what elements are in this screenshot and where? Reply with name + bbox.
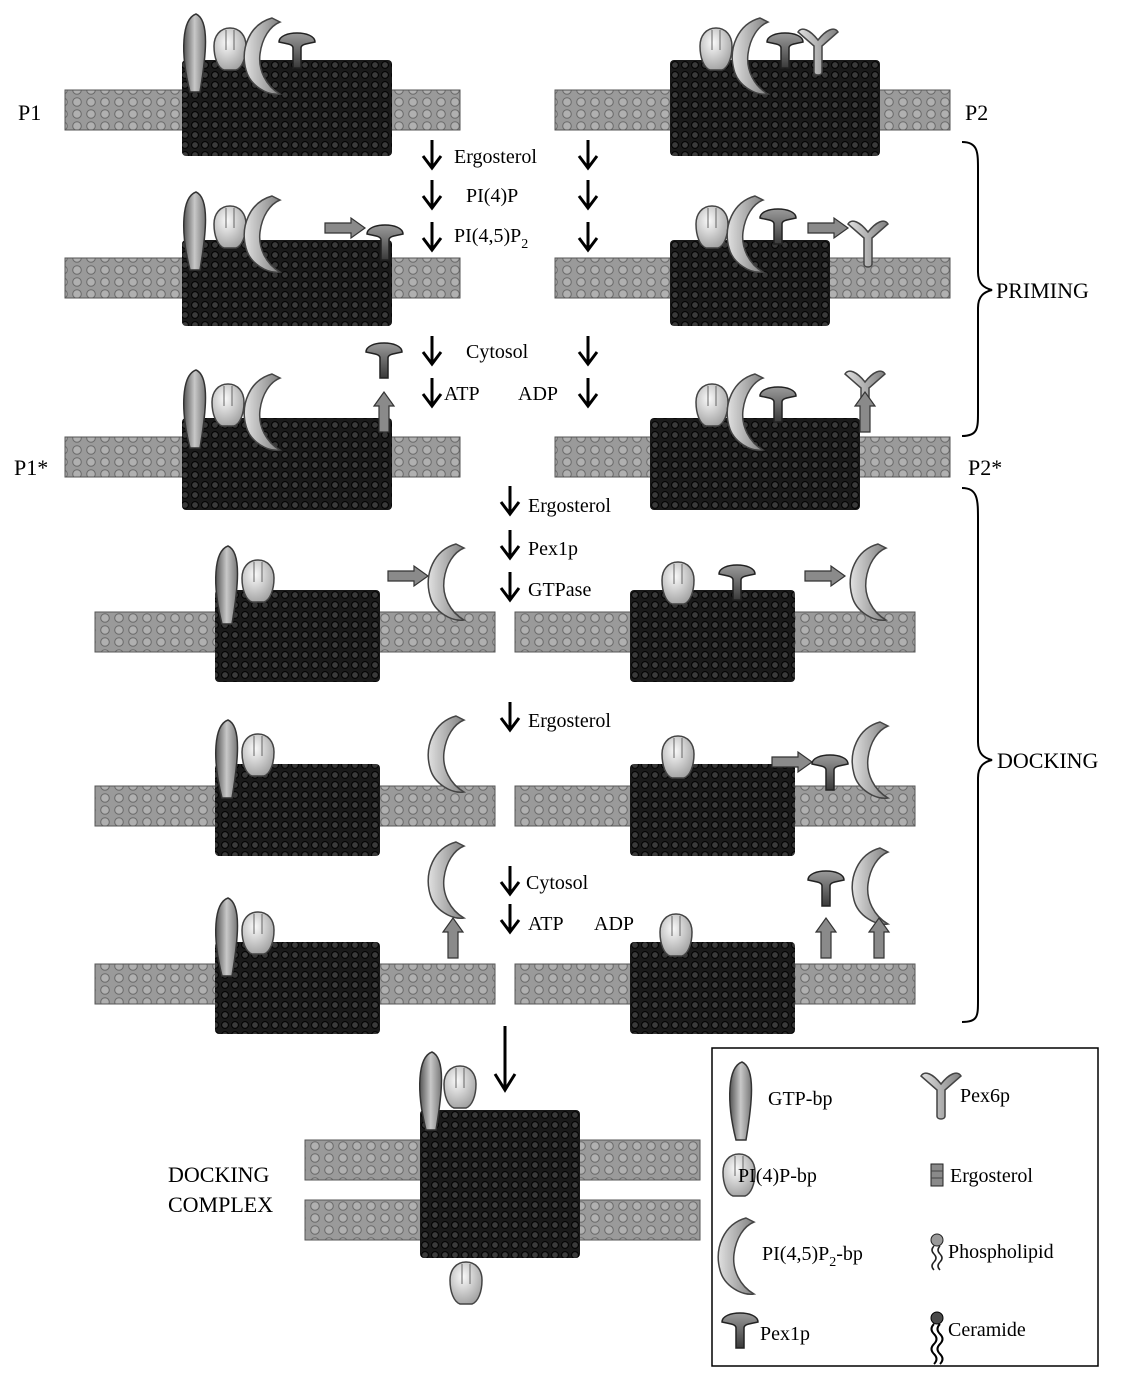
label-p1: P1	[18, 100, 41, 125]
membrane-p2	[555, 60, 950, 156]
step2-atp: ATP	[444, 383, 480, 405]
arrows-step5	[501, 866, 519, 932]
label-p2-star: P2*	[968, 455, 1002, 480]
step1-pi45p2: PI(4,5)P2	[454, 225, 528, 252]
step2-adp: ADP	[518, 383, 558, 405]
step5-cytosol: Cytosol	[526, 872, 589, 894]
step3-ergosterol: Ergosterol	[528, 495, 611, 517]
membrane-docking-complex	[305, 1110, 700, 1258]
legend-phospholipid: Phospholipid	[948, 1241, 1054, 1263]
label-docking-complex-2: COMPLEX	[168, 1192, 273, 1217]
membrane-p2-star	[555, 418, 950, 510]
legend-ceramide: Ceramide	[948, 1319, 1026, 1341]
docking-brace	[962, 488, 992, 1022]
arrows-step3	[501, 486, 519, 600]
priming-brace	[962, 142, 992, 436]
membrane-p2-step2	[555, 240, 950, 326]
arrows-step4	[501, 702, 519, 730]
step3-pex1p: Pex1p	[528, 538, 578, 560]
step5-atp: ATP	[528, 913, 564, 935]
arrow-to-complex	[495, 1026, 515, 1090]
step2-cytosol: Cytosol	[466, 341, 529, 363]
legend-gtp-bp: GTP-bp	[768, 1088, 832, 1110]
legend-pex6p: Pex6p	[960, 1085, 1010, 1107]
legend-pi4p-bp: PI(4)P-bp	[738, 1165, 817, 1187]
step4-ergosterol: Ergosterol	[528, 710, 611, 732]
label-p1-star: P1*	[14, 455, 48, 480]
proteins-dock3-right	[660, 848, 889, 958]
label-priming: PRIMING	[996, 278, 1089, 303]
membrane-dock3-left	[95, 942, 495, 1034]
step3-gtpase: GTPase	[528, 579, 591, 601]
step1-ergosterol: Ergosterol	[454, 146, 537, 168]
label-docking-complex-1: DOCKING	[168, 1162, 270, 1187]
membrane-dock3-right	[515, 942, 915, 1034]
step5-adp: ADP	[594, 913, 634, 935]
legend: GTP-bp PI(4)P-bp PI(4,5)P2-bp Pex1p Pex6…	[712, 1048, 1098, 1366]
gtp-bp-icon	[730, 1062, 752, 1140]
label-docking: DOCKING	[997, 748, 1099, 773]
legend-ergosterol: Ergosterol	[950, 1165, 1033, 1187]
ergosterol-icon	[931, 1164, 943, 1186]
label-p2: P2	[965, 100, 988, 125]
legend-pex1p: Pex1p	[760, 1323, 810, 1345]
step1-pi4p: PI(4)P	[466, 185, 518, 207]
